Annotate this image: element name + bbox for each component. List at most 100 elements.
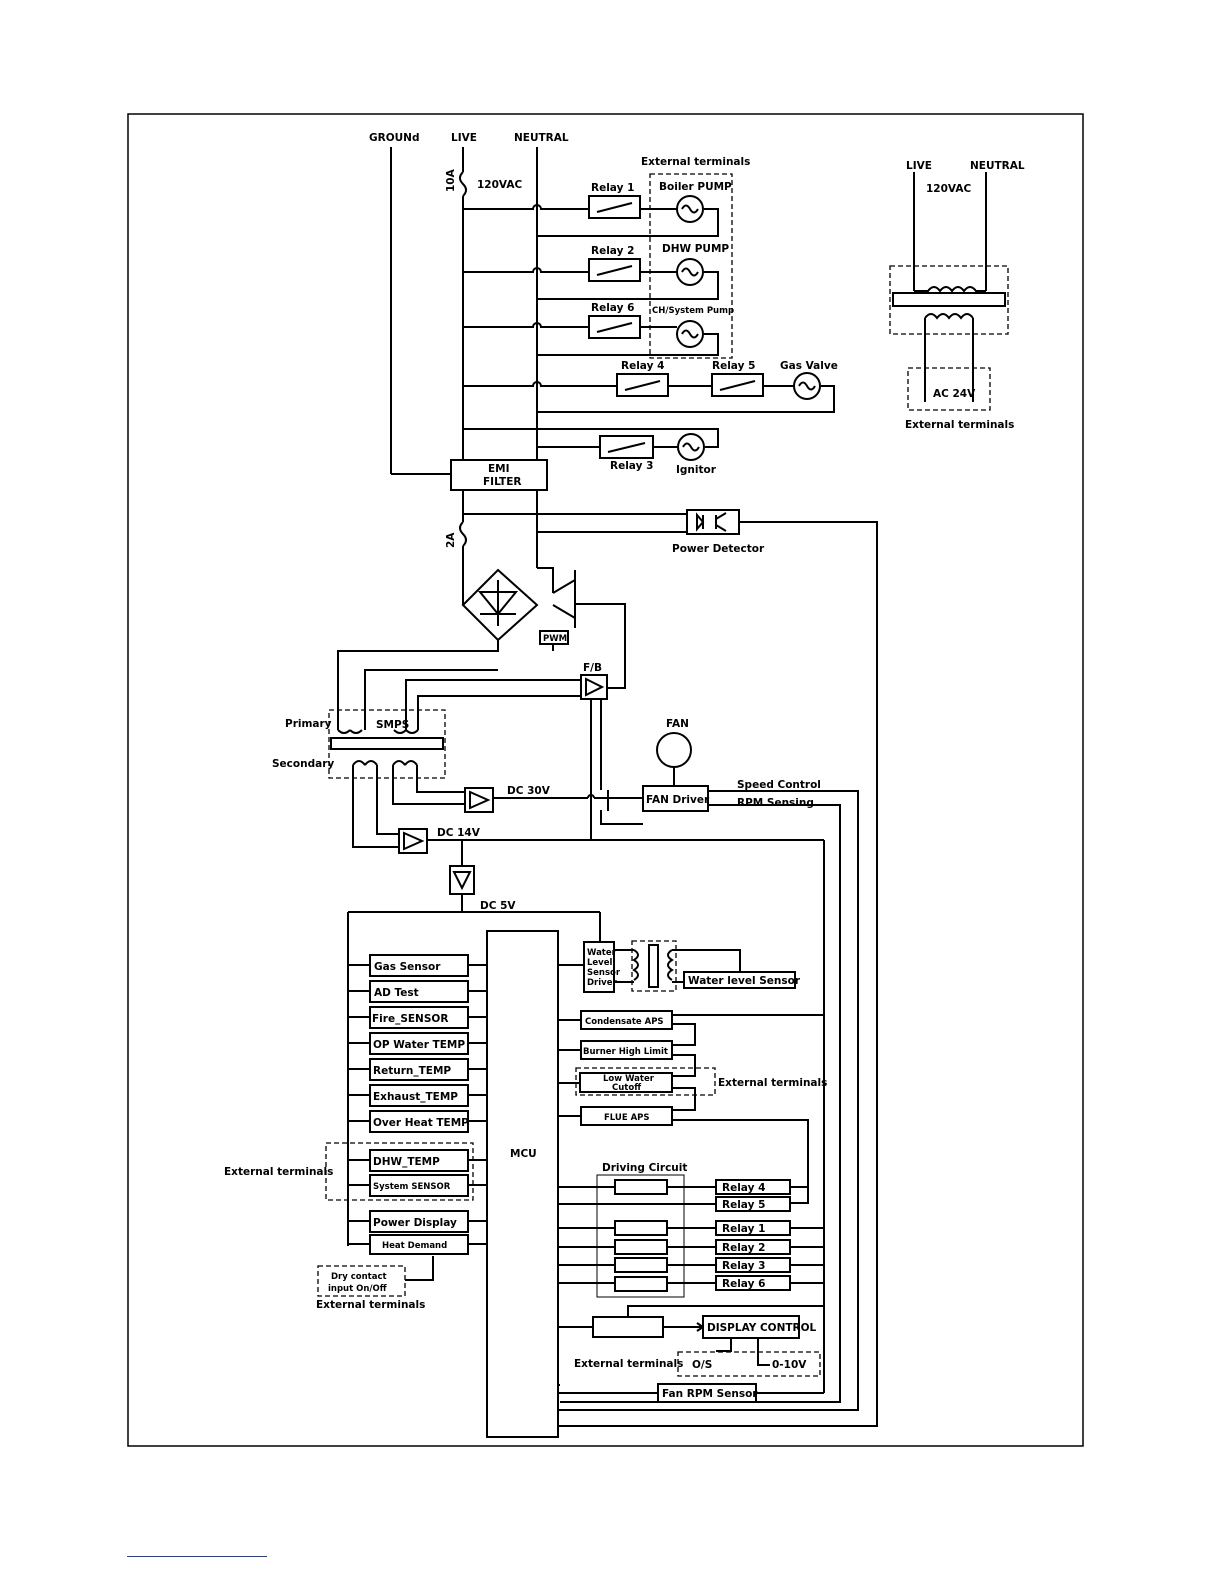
svg-text:Water level Sensor: Water level Sensor	[688, 975, 801, 987]
ch-system-pump: CH/System Pump	[652, 306, 734, 348]
feedback-amplifier: F/B	[580, 662, 608, 700]
dc14v-regulator: DC 14V	[398, 827, 825, 1393]
svg-text:Relay 3: Relay 3	[722, 1260, 765, 1272]
svg-text:DHW_TEMP: DHW_TEMP	[373, 1156, 440, 1168]
post-filter-wiring	[337, 490, 878, 1427]
svg-text:Relay 5: Relay 5	[722, 1199, 765, 1211]
system-sensor: System SENSOR	[369, 1174, 469, 1197]
svg-text:Relay 2: Relay 2	[591, 245, 634, 257]
live-label: LIVE	[451, 132, 477, 144]
op-water-temp: OP Water TEMP	[369, 1032, 469, 1055]
relay-2-coil: Relay 2	[715, 1239, 791, 1255]
power-display: Power Display	[369, 1210, 469, 1233]
relay-1-coil: Relay 1	[715, 1220, 791, 1236]
svg-text:Burner High Limit: Burner High Limit	[583, 1047, 668, 1057]
svg-text:Fire_SENSOR: Fire_SENSOR	[372, 1013, 448, 1025]
dhw-temp: DHW_TEMP	[369, 1149, 469, 1172]
svg-text:Level: Level	[587, 958, 612, 968]
secondary-label: Secondary	[272, 758, 334, 770]
svg-text:DC 30V: DC 30V	[507, 785, 551, 797]
svg-text:LIVE: LIVE	[906, 160, 932, 172]
svg-text:FLUE APS: FLUE APS	[604, 1113, 650, 1123]
sensor-inputs	[348, 964, 487, 1245]
return-temp: Return_TEMP	[369, 1058, 469, 1081]
svg-text:CH/System Pump: CH/System Pump	[652, 306, 734, 316]
neutral-label: NEUTRAL	[514, 132, 569, 144]
safety-chain	[558, 1014, 824, 1204]
svg-text:Dry contact: Dry contact	[331, 1272, 387, 1282]
svg-text:Relay 1: Relay 1	[722, 1223, 765, 1235]
svg-text:DC 14V: DC 14V	[437, 827, 481, 839]
water-level-sensor: Water level Sensor	[683, 971, 801, 989]
svg-text:Water: Water	[587, 948, 617, 958]
relay-3: Relay 3	[599, 435, 654, 472]
relay-6: Relay 6	[588, 302, 641, 339]
svg-text:Relay 2: Relay 2	[722, 1242, 765, 1254]
display-external-terminals-label: External terminals	[574, 1358, 683, 1370]
dc30v-regulator: DC 30V	[464, 785, 643, 813]
svg-text:Power Display: Power Display	[373, 1217, 457, 1229]
svg-text:External terminals: External terminals	[905, 419, 1014, 431]
sensor-external-terminals	[325, 1142, 474, 1201]
mains-wiring	[390, 147, 835, 475]
svg-text:FILTER: FILTER	[483, 476, 521, 488]
relay-4-coil: Relay 4	[715, 1179, 791, 1195]
svg-text:F/B: F/B	[583, 662, 602, 674]
svg-text:Relay 6: Relay 6	[722, 1278, 765, 1290]
svg-text:Return_TEMP: Return_TEMP	[373, 1065, 451, 1077]
pump-external-terminals-label: External terminals	[641, 156, 750, 168]
svg-text:Gas Valve: Gas Valve	[780, 360, 838, 372]
over-heat-temp: Over Heat TEMP	[369, 1110, 469, 1133]
svg-text:AC 24V: AC 24V	[933, 388, 976, 400]
svg-text:Boiler PUMP: Boiler PUMP	[659, 181, 732, 193]
smps-wiring	[352, 669, 602, 848]
svg-text:input On/Off: input On/Off	[328, 1284, 387, 1294]
svg-text:AD Test: AD Test	[374, 987, 419, 999]
pwm-block: PWM	[539, 630, 569, 645]
boiler-pump: Boiler PUMP	[659, 181, 732, 223]
gas-valve: Gas Valve	[780, 360, 838, 400]
misc-wiring	[558, 1384, 560, 1427]
svg-text:Condensate APS: Condensate APS	[585, 1017, 664, 1027]
dry-contact-input: Dry contact input On/Off External termin…	[316, 1256, 434, 1311]
emi-filter: EMI FILTER	[450, 459, 548, 491]
svg-text:MCU: MCU	[510, 1148, 537, 1160]
relay-3-coil: Relay 3	[715, 1257, 791, 1273]
ad-test: AD Test	[369, 980, 469, 1003]
svg-text:Driver: Driver	[587, 978, 617, 988]
mains-120vac-label: 120VAC	[477, 179, 522, 191]
svg-text:Driving Circuit: Driving Circuit	[602, 1162, 687, 1174]
diagram-frame	[127, 113, 1084, 1447]
ignitor: Ignitor	[676, 433, 717, 476]
svg-text:Relay 4: Relay 4	[621, 360, 664, 372]
ac24v-transformer: LIVE NEUTRAL 120VAC AC 24V External term…	[889, 160, 1025, 431]
driving-circuit: Driving Circuit	[558, 1162, 824, 1298]
primary-label: Primary	[285, 718, 332, 730]
dhw-pump: DHW PUMP	[662, 243, 729, 286]
relay-2: Relay 2	[588, 245, 641, 282]
power-detector: Power Detector	[672, 509, 765, 555]
svg-text:Relay 3: Relay 3	[610, 460, 653, 472]
svg-text:120VAC: 120VAC	[926, 183, 971, 195]
exhaust-temp: Exhaust_TEMP	[369, 1084, 469, 1107]
mcu: MCU	[486, 930, 559, 1438]
display-control: DISPLAY CONTROL	[707, 1322, 817, 1334]
relay-5: Relay 5	[711, 360, 764, 397]
relay-4: Relay 4	[616, 360, 669, 397]
fuse-2a-label: 2A	[445, 532, 457, 548]
heat-demand: Heat Demand	[369, 1234, 469, 1255]
bridge-rectifier	[477, 580, 519, 626]
svg-text:Fan RPM Sensor: Fan RPM Sensor	[662, 1388, 758, 1400]
rpm-sensing-label: RPM Sensing	[737, 797, 814, 809]
burner-high-limit: Burner High Limit	[580, 1040, 673, 1060]
display-control-section: DISPLAY CONTROL O/S 0-10V External termi…	[558, 1305, 824, 1377]
low-water-cutoff: Low Water Cutoff External terminals	[575, 1067, 827, 1096]
pump-external-terminals	[649, 173, 733, 359]
svg-text:SMPS: SMPS	[376, 719, 409, 731]
svg-text:External terminals: External terminals	[316, 1299, 425, 1311]
speed-control-label: Speed Control	[737, 779, 821, 791]
svg-text:Low Water: Low Water	[603, 1074, 655, 1084]
relay-1: Relay 1	[588, 182, 641, 219]
svg-text:Relay 4: Relay 4	[722, 1182, 765, 1194]
